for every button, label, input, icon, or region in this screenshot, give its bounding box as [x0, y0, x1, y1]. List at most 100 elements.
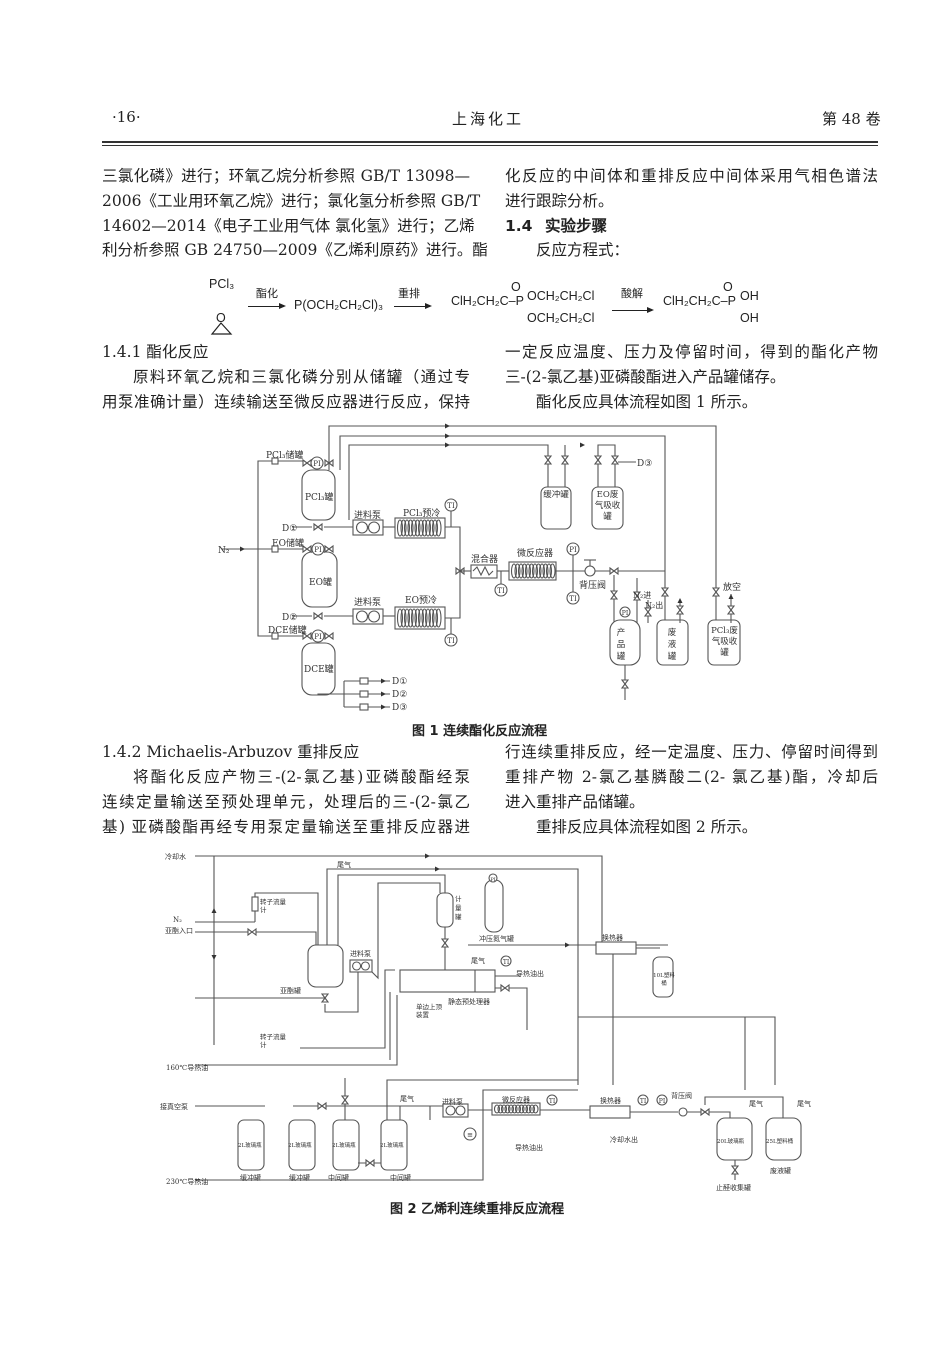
label: DCE储罐: [268, 624, 307, 636]
gauge-label: PI: [569, 546, 577, 554]
text-line: 利分析参照 GB 24750—2009《乙烯利原药》进行。酯: [102, 241, 488, 259]
phosphonate-sub2: OCH₂CH₂Cl: [527, 311, 595, 325]
coil-turn: [421, 519, 428, 537]
valve-icon: [726, 605, 736, 615]
coil-turn: [410, 608, 418, 628]
back-pressure-valve-icon: [678, 1107, 688, 1117]
label: 止醛收集罐: [716, 1183, 751, 1192]
coil-turn: [435, 519, 442, 537]
label: 放空: [723, 581, 741, 593]
label: 静态预处理器: [448, 997, 490, 1006]
section-title: 1.4.1 酯化反应: [102, 343, 209, 361]
flow-arrow-icon: [381, 691, 386, 697]
pipe: [578, 1016, 776, 1085]
gauge-label: PI: [659, 1098, 666, 1105]
phosphonate-sub1: OCH₂CH₂Cl: [527, 289, 595, 303]
tank: [307, 944, 344, 988]
label: 废液罐: [770, 1166, 791, 1175]
coil-turn: [531, 563, 539, 579]
text-line: 三氯化磷》进行；环氧乙烷分析参照 GB/T 13098—: [102, 167, 470, 185]
label: 2L玻璃瓶: [380, 1141, 404, 1149]
valve-icon: [711, 587, 721, 597]
text-line: 14602—2014《电子工业用气体 氯化氢》进行；乙烯: [102, 217, 475, 235]
valve-icon: [543, 455, 553, 465]
label: 亚酯罐: [280, 986, 301, 995]
label: 废液罐: [667, 628, 677, 662]
gauge-icon: [463, 1127, 477, 1141]
label: 缓冲罐: [543, 490, 569, 500]
coil-turn: [535, 563, 542, 579]
pump-rotor: [455, 1105, 466, 1116]
heat-exchanger: [595, 941, 637, 955]
valve-icon: [730, 1165, 740, 1175]
coil-turn: [517, 563, 525, 579]
flow-arrow-icon: [435, 866, 440, 872]
tank: [591, 486, 624, 530]
flow-arrow-icon: [211, 955, 217, 960]
coil-turn: [403, 608, 411, 628]
text-line: 三-(2-氯乙基)亚磷酸酯进入产品罐储存。: [505, 368, 786, 386]
gauge-label: ≡: [467, 1131, 473, 1139]
label: 尾气: [400, 1094, 414, 1103]
check-valve-icon: [271, 457, 279, 465]
label: 换热器: [600, 1096, 621, 1105]
coil-turn: [400, 519, 407, 537]
ethephon-oh1: OH: [740, 289, 759, 303]
valve-icon: [320, 993, 330, 1003]
coil-turn: [521, 1104, 529, 1114]
label: 背压阀: [579, 579, 606, 591]
label: 微反应器: [517, 547, 553, 559]
flow-arrow-icon: [425, 853, 430, 859]
label: 230℃导热油: [166, 1177, 208, 1186]
pipe: [337, 874, 446, 945]
label: 2L玻璃瓶: [238, 1141, 262, 1149]
label: D①: [392, 677, 407, 687]
heat-exchanger: [589, 1105, 631, 1119]
valve-icon: [247, 927, 257, 937]
label: D③: [392, 703, 407, 713]
flow-arrow-icon: [580, 442, 585, 448]
section-title: 1.4.2 Michaelis-Arbuzov 重排反应: [102, 743, 360, 761]
label: 尾气: [471, 956, 485, 965]
label: N₂进: [633, 591, 651, 600]
gauge-icon: [488, 873, 498, 883]
ethephon-chain: ClH₂CH₂C–P: [663, 294, 736, 308]
phosphonate-o: O: [511, 280, 521, 294]
pipe: [328, 425, 717, 623]
coil-turn: [424, 519, 432, 537]
coil-turn: [538, 563, 546, 579]
pipe: [445, 526, 461, 619]
text-line: 原料环氧乙烷和三氯化磷分别从储罐（通过专: [133, 368, 470, 386]
label: 冲压氮气罐: [479, 934, 514, 943]
label: 冷却水出: [610, 1135, 638, 1144]
valve-icon: [643, 607, 653, 617]
gauge-label: TI: [503, 959, 510, 966]
valve-icon: [324, 631, 334, 641]
tank: [540, 486, 572, 530]
label: 接真空泵: [160, 1102, 188, 1111]
epoxide-ring-icon: [210, 322, 233, 335]
coil-turn: [497, 1104, 504, 1114]
coil-turn: [528, 563, 535, 579]
text-line: 用泵准确计量）连续输送至微反应器进行反应，保持: [102, 393, 470, 411]
valve-icon: [440, 938, 450, 948]
gauge-label: PI: [490, 877, 495, 883]
epoxide-o: O: [216, 311, 226, 325]
label: N₂: [218, 546, 230, 556]
flow-arrow-icon: [240, 546, 245, 552]
coil-turn: [510, 563, 518, 579]
tank: [380, 1119, 408, 1171]
label: PCl₃储罐: [266, 449, 303, 461]
valve-icon: [593, 455, 603, 465]
text-line: 将酯化反应产物三-(2-氯乙基)亚磷酸酯经泵: [133, 768, 470, 786]
label: PCl₃罐: [305, 491, 333, 503]
section-number: 1.4: [505, 217, 533, 235]
valve-icon: [610, 455, 620, 465]
pump-rotor: [367, 610, 381, 623]
coil-turn: [549, 563, 556, 579]
step-esterification: 酯化: [256, 287, 278, 300]
label: 中间罐: [390, 1173, 411, 1182]
label: EO废气吸收罐: [594, 490, 621, 522]
